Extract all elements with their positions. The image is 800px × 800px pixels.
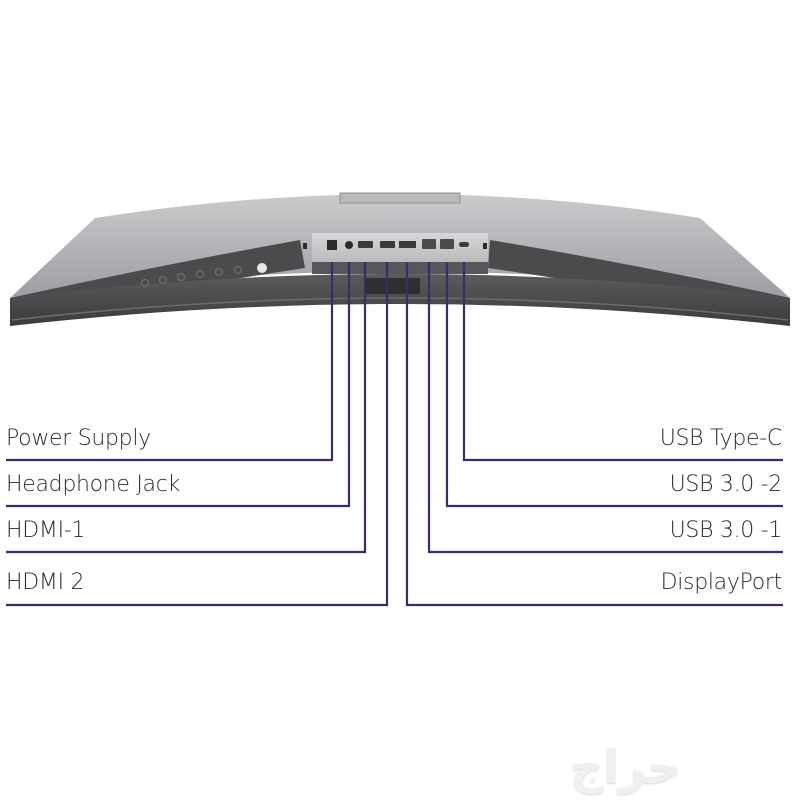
watermark-logo: حراج xyxy=(570,740,681,794)
label-usb-3-0-1: USB 3.0 -1 xyxy=(669,518,783,543)
hdmi1-port-icon xyxy=(358,241,373,248)
slot-icon xyxy=(483,243,487,249)
label-usb-type-c: USB Type-C xyxy=(659,426,783,451)
usb1-port-icon xyxy=(422,239,436,249)
port-connectors xyxy=(327,239,469,250)
headphone-port-icon xyxy=(345,241,353,249)
label-usb-3-0-2: USB 3.0 -2 xyxy=(669,472,783,497)
osd-buttons xyxy=(140,263,267,288)
displayport-port-icon xyxy=(399,241,416,248)
monitor-bottom-edge xyxy=(10,274,790,326)
usbc-port-icon xyxy=(459,242,469,247)
label-hdmi-2: HDMI 2 xyxy=(6,570,85,595)
label-hdmi-1: HDMI-1 xyxy=(6,518,86,543)
label-headphone-jack: Headphone Jack xyxy=(6,472,180,497)
power-led-icon xyxy=(257,263,267,273)
monitor-label-recess xyxy=(339,192,461,204)
stand-bracket xyxy=(365,278,420,294)
label-power-supply: Power Supply xyxy=(6,426,151,451)
label-displayport: DisplayPort xyxy=(660,570,783,595)
usb2-port-icon xyxy=(440,239,454,249)
slot-icon xyxy=(303,243,307,249)
hdmi2-port-icon xyxy=(380,241,395,248)
leader-lines xyxy=(6,262,783,607)
power-port-icon xyxy=(327,240,337,250)
